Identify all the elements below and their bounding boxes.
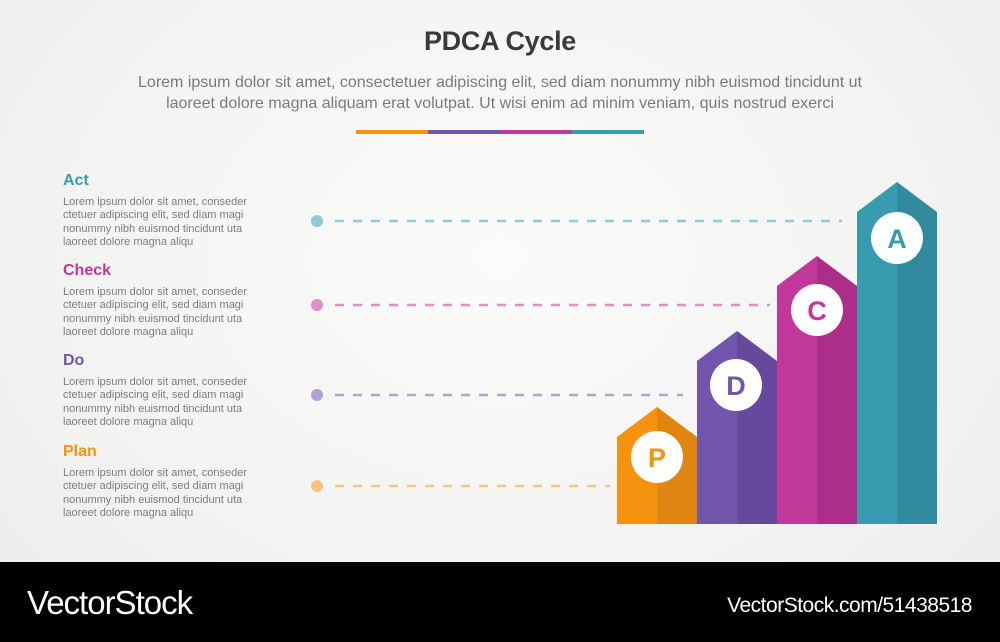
text-line: ctetuer adipiscing elit, sed diam magi [63,299,244,312]
text-line: nonummy nibh euismod tincidunt uta [63,402,243,415]
subtitle: Lorem ipsum dolor sit amet, consectetuer… [60,72,940,114]
dot-icon [311,389,323,401]
vectorstock-logo: VectorStock [27,584,193,621]
text-line: laoreet dolore magna aliqu [63,235,194,248]
divider-segment-act [572,130,644,134]
subtitle-line-1: Lorem ipsum dolor sit amet, consectetuer… [138,74,862,91]
text-line: Lorem ipsum dolor sit amet, conseder [63,376,248,388]
letter-a: A [887,224,907,254]
step-title-do: Do [63,352,85,369]
step-do: Do Lorem ipsum dolor sit amet, conseder … [63,352,283,429]
arrow-check: C [777,256,857,524]
text-line: nonummy nibh euismod tincidunt uta [63,222,243,235]
letter-d: D [726,371,746,401]
divider-segment-do [428,130,500,134]
connector-plan [311,480,610,492]
title-divider [356,130,644,134]
text-line: ctetuer adipiscing elit, sed diam magi [63,209,244,222]
step-text-plan: Lorem ipsum dolor sit amet, conseder cte… [63,467,283,520]
text-line: ctetuer adipiscing elit, sed diam magi [63,389,244,402]
pdca-arrow-chart: P D C A [311,182,937,524]
step-title-act: Act [63,172,89,189]
arrow-plan: P [617,407,697,524]
text-line: Lorem ipsum dolor sit amet, conseder [63,286,248,298]
dot-icon [311,299,323,311]
step-act: Act Lorem ipsum dolor sit amet, conseder… [63,172,283,249]
step-plan: Plan Lorem ipsum dolor sit amet, consede… [63,443,283,520]
step-check: Check Lorem ipsum dolor sit amet, consed… [63,262,283,339]
badge-circle [791,284,843,336]
dot-icon [311,215,323,227]
badge-circle [871,212,923,264]
letter-c: C [807,296,827,326]
text-line: laoreet dolore magna aliqu [63,325,194,338]
arrow-act: A [857,182,937,524]
text-line: nonummy nibh euismod tincidunt uta [63,493,243,506]
step-text-check: Lorem ipsum dolor sit amet, conseder cte… [63,286,283,339]
watermark-footer: VectorStock VectorStock.com/51438518 [0,562,1000,642]
text-line: laoreet dolore magna aliqu [63,415,194,428]
letter-p: P [648,443,666,473]
divider-segment-plan [356,130,428,134]
arrow-do: D [697,331,777,524]
text-line: Lorem ipsum dolor sit amet, conseder [63,467,248,479]
divider-segment-check [500,130,572,134]
text-line: ctetuer adipiscing elit, sed diam magi [63,480,244,493]
dot-icon [311,480,323,492]
connector-act [311,215,842,227]
text-line: Lorem ipsum dolor sit amet, conseder [63,196,248,208]
step-title-check: Check [63,262,112,279]
text-line: laoreet dolore magna aliqu [63,506,194,519]
subtitle-line-2: laoreet dolore magna aliquam erat volutp… [166,95,834,112]
page-title: PDCA Cycle [423,26,577,56]
step-text-do: Lorem ipsum dolor sit amet, conseder cte… [63,376,283,429]
badge-circle [631,431,683,483]
image-id-url: VectorStock.com/51438518 [727,594,972,617]
connector-check [311,299,770,311]
badge-circle [710,359,762,411]
connector-do [311,389,683,401]
step-title-plan: Plan [63,443,97,460]
text-line: nonummy nibh euismod tincidunt uta [63,312,243,325]
step-text-act: Lorem ipsum dolor sit amet, conseder cte… [63,196,283,249]
